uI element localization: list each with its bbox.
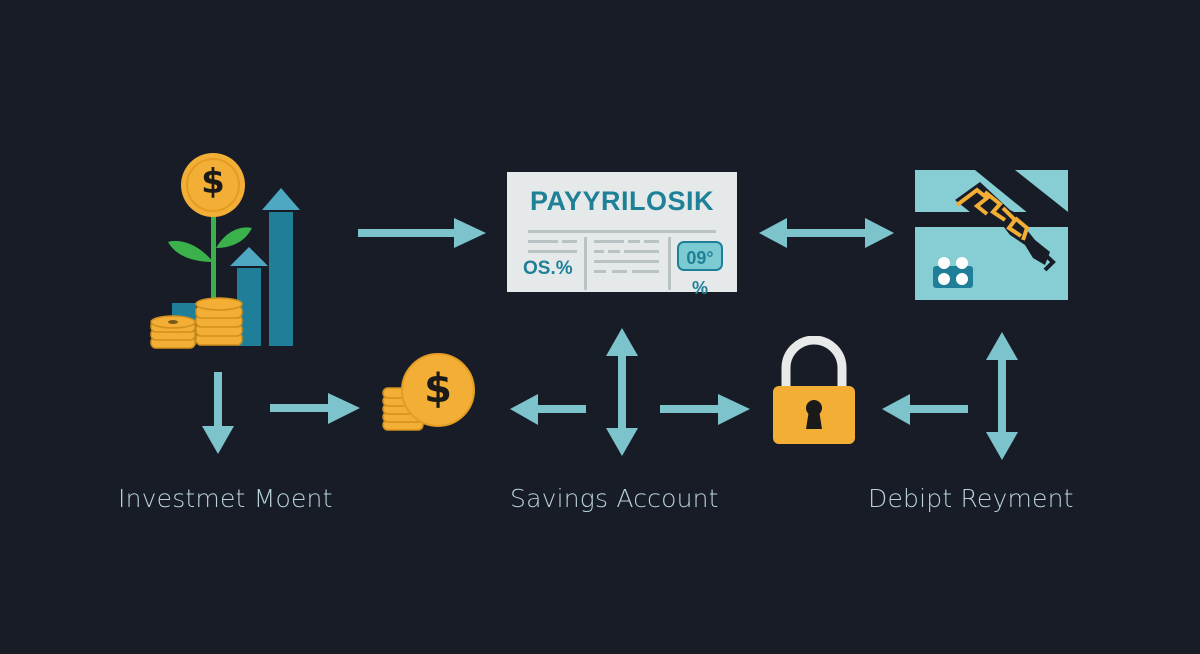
growth-plant-coins-chart-icon: $ (145, 150, 305, 355)
document-divider (528, 230, 716, 233)
double-arrow-vertical-icon (604, 326, 640, 458)
document-title: PAYYRILOSIK (529, 186, 715, 216)
double-arrow-vertical-icon (984, 330, 1020, 462)
arrow-down-icon (200, 372, 236, 456)
document-lines (528, 237, 671, 290)
dollar-sign: $ (424, 366, 452, 412)
arrow-left-icon (508, 393, 588, 427)
double-arrow-horizontal-icon (757, 216, 897, 252)
payment-document-icon: PAYYRILOSIK OS.% 09°% (507, 172, 737, 298)
arrow-left-icon (880, 393, 970, 427)
arrow-right-icon (270, 392, 362, 426)
padlock-icon (772, 336, 856, 446)
label-investment: Investmet Moent (118, 484, 333, 513)
document-badge: 09°% (677, 241, 723, 298)
credit-card-chip-icon (915, 170, 1070, 302)
label-savings-account: Savings Account (510, 484, 719, 513)
arrow-right-icon (358, 216, 488, 252)
dollar-sign: $ (201, 162, 225, 202)
label-debit-payment: Debipt Reyment (868, 484, 1074, 513)
dollar-coin-stack-icon: $ (380, 352, 480, 434)
arrow-right-icon (660, 393, 752, 427)
document-left-value: OS.% (523, 258, 573, 279)
